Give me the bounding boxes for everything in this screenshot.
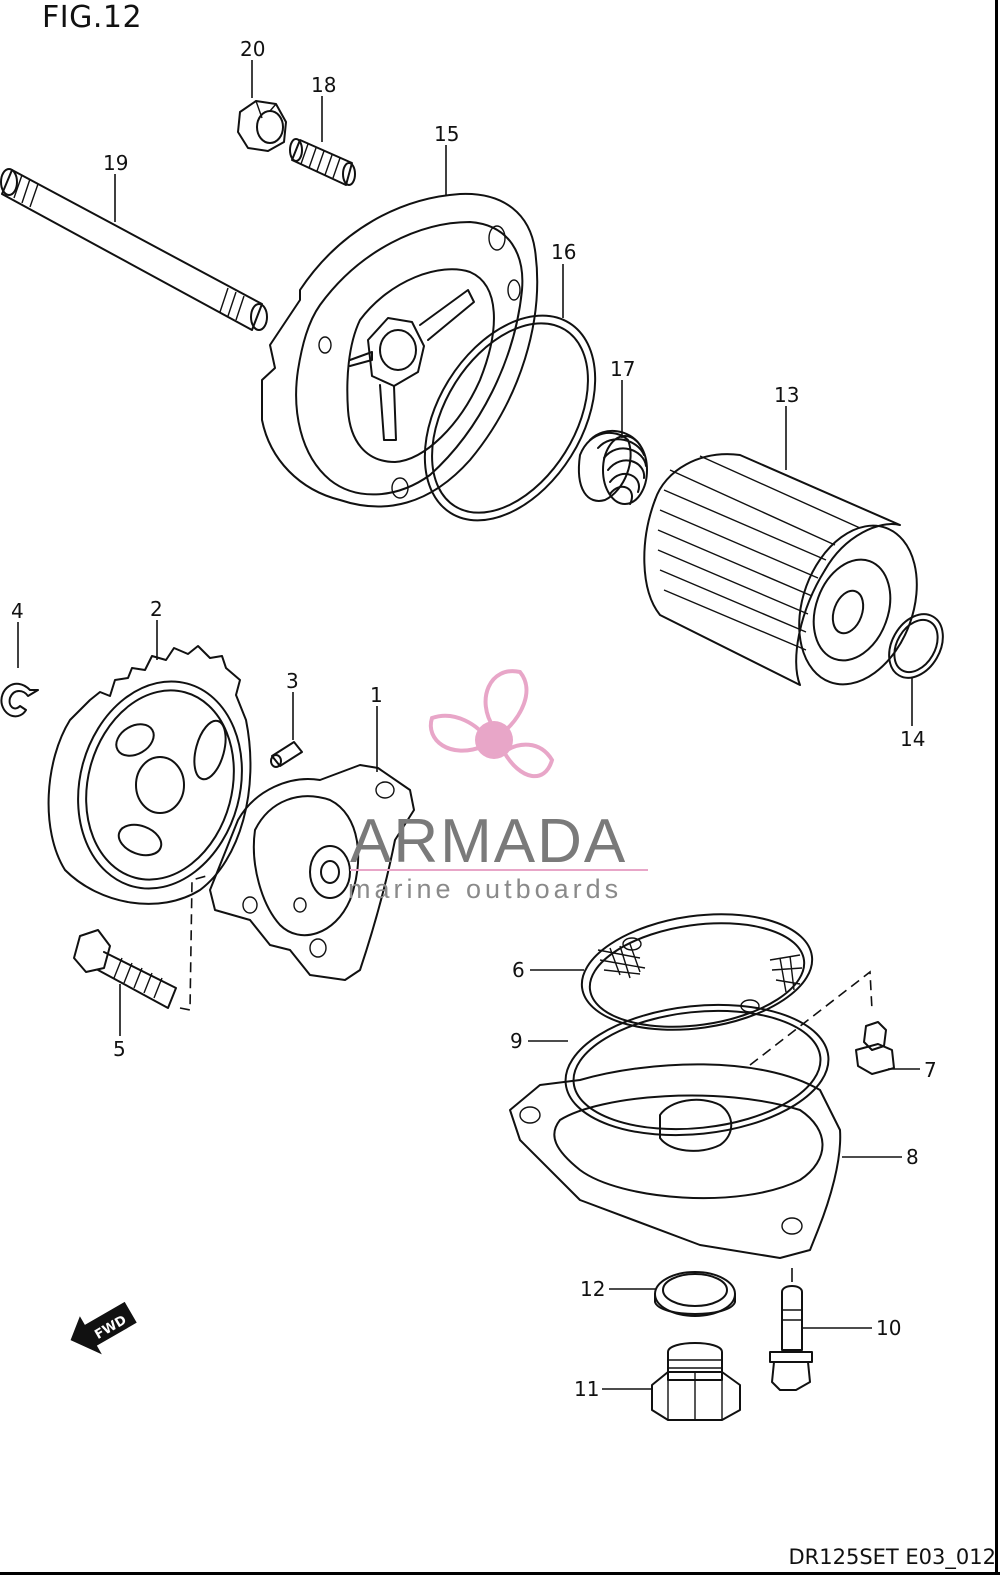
- callout-18[interactable]: 18: [311, 73, 336, 97]
- part-14-washer[interactable]: [878, 605, 954, 688]
- callout-6[interactable]: 6: [512, 958, 525, 982]
- frame-border-right: [995, 0, 998, 1575]
- callout-5[interactable]: 5: [113, 1037, 126, 1061]
- callout-7[interactable]: 7: [924, 1058, 937, 1082]
- leader-lines: [17, 60, 920, 1390]
- callout-17[interactable]: 17: [610, 357, 635, 381]
- callout-16[interactable]: 16: [551, 240, 576, 264]
- callout-1[interactable]: 1: [370, 683, 383, 707]
- part-15-cover[interactable]: [261, 192, 539, 508]
- callout-11[interactable]: 11: [574, 1377, 599, 1401]
- watermark: ARMADA marine outboards: [348, 669, 648, 904]
- propeller-hub-icon: [475, 721, 513, 759]
- fwd-arrow-icon: FWD: [70, 1301, 137, 1355]
- part-2-gear[interactable]: [47, 645, 265, 907]
- callout-15[interactable]: 15: [434, 122, 459, 146]
- callout-8[interactable]: 8: [906, 1145, 919, 1169]
- callout-10[interactable]: 10: [876, 1316, 901, 1340]
- diagram-code: DR125SET E03_012: [788, 1545, 996, 1569]
- watermark-tagline: marine outboards: [348, 874, 622, 904]
- part-20-nut[interactable]: [237, 100, 287, 152]
- part-9-gasket[interactable]: [559, 993, 835, 1148]
- part-6-strainer[interactable]: [574, 900, 819, 1043]
- part-8-sump-cap[interactable]: [509, 970, 873, 1282]
- part-17-spring[interactable]: [577, 429, 648, 505]
- callout-20[interactable]: 20: [240, 37, 265, 61]
- frame-border-bottom: [0, 1572, 1000, 1575]
- watermark-brand: ARMADA: [350, 807, 627, 876]
- part-5-bolt[interactable]: [73, 874, 211, 1011]
- part-4-circlip[interactable]: [0, 682, 39, 718]
- callout-14[interactable]: 14: [900, 727, 925, 751]
- callout-12[interactable]: 12: [580, 1277, 605, 1301]
- part-1-pump-body[interactable]: [209, 764, 415, 981]
- figure-title: FIG.12: [42, 0, 143, 35]
- part-18-stud[interactable]: [289, 138, 356, 186]
- callout-4[interactable]: 4: [11, 599, 24, 623]
- part-7-bolt[interactable]: [855, 1021, 895, 1075]
- part-10-bolt[interactable]: [769, 1285, 813, 1391]
- callout-9[interactable]: 9: [510, 1029, 523, 1053]
- callout-2[interactable]: 2: [150, 597, 163, 621]
- callout-13[interactable]: 13: [774, 383, 799, 407]
- callout-19[interactable]: 19: [103, 151, 128, 175]
- part-12-washer[interactable]: [654, 1271, 736, 1317]
- part-3-pin[interactable]: [270, 741, 303, 768]
- callout-3[interactable]: 3: [286, 669, 299, 693]
- part-11-drain-plug[interactable]: [651, 1342, 741, 1421]
- part-13-filter[interactable]: [643, 453, 937, 701]
- propeller-logo-icon: [428, 669, 555, 779]
- callout-numbers: 20 18 15 19 16 17 13 14 4 2 3 1 5 6 9 7 …: [11, 37, 937, 1401]
- part-16-o-ring[interactable]: [390, 285, 631, 551]
- part-19-shaft[interactable]: [0, 168, 268, 331]
